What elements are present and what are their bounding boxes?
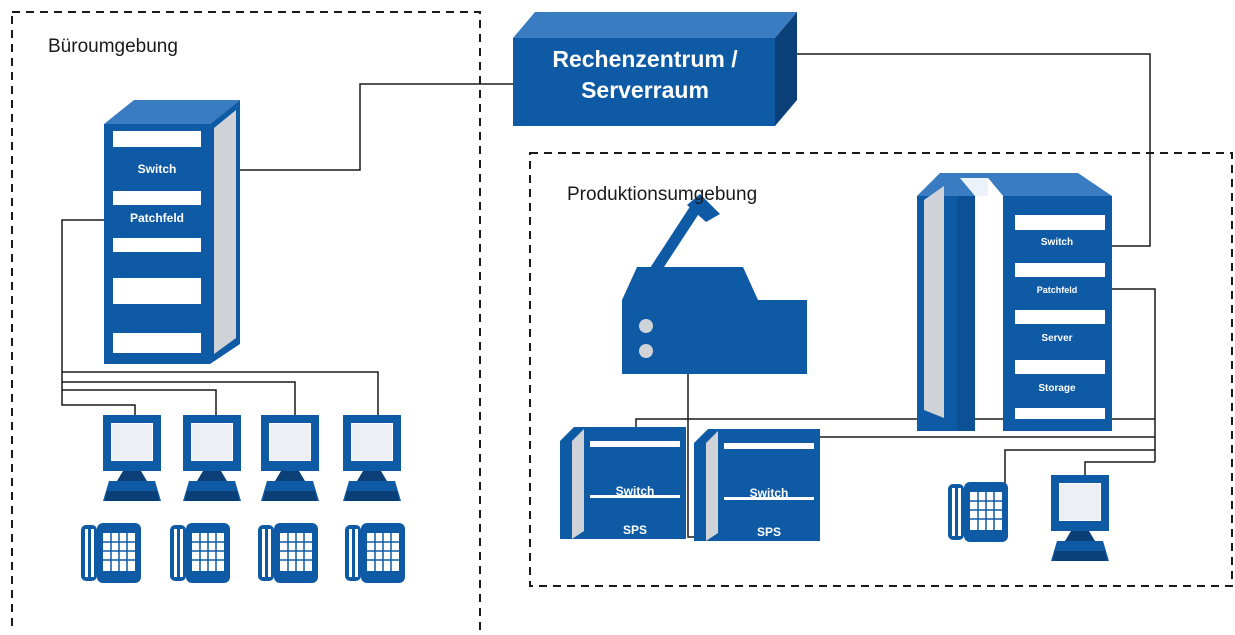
production-zone-label: Produktionsumgebung (567, 184, 758, 205)
sps-2-switch-label: Switch (749, 486, 789, 500)
datacenter-line1: Rechenzentrum / (552, 46, 738, 72)
connection-lines (61, 53, 1156, 538)
desk-phone-icon (947, 481, 1009, 543)
office-phones (80, 522, 406, 584)
prod-rack-server-label: Server (1041, 333, 1073, 344)
office-rack (104, 100, 240, 364)
production-machine-icon (622, 194, 807, 374)
datacenter-block (513, 12, 797, 126)
datacenter-label: Rechenzentrum / Serverraum (520, 44, 770, 106)
office-rack-switch-label: Switch (137, 162, 177, 176)
datacenter-line2: Serverraum (581, 77, 709, 103)
prod-rack-storage-label: Storage (1038, 383, 1076, 394)
sps-1-sps-label: SPS (622, 523, 647, 537)
sps-1-switch-label: Switch (615, 484, 655, 498)
prod-rack-switch-label: Switch (1040, 237, 1074, 248)
office-zone-boundary (11, 11, 481, 635)
production-rack (917, 173, 1112, 431)
prod-rack-patch-label: Patchfeld (1036, 285, 1078, 295)
production-zone-boundary (529, 152, 1233, 587)
office-rack-patch-label: Patchfeld (129, 211, 184, 225)
monitor-icon (1051, 475, 1109, 561)
office-workstations (103, 415, 401, 501)
sps-2-sps-label: SPS (756, 525, 781, 539)
office-zone-label: Büroumgebung (48, 36, 178, 57)
